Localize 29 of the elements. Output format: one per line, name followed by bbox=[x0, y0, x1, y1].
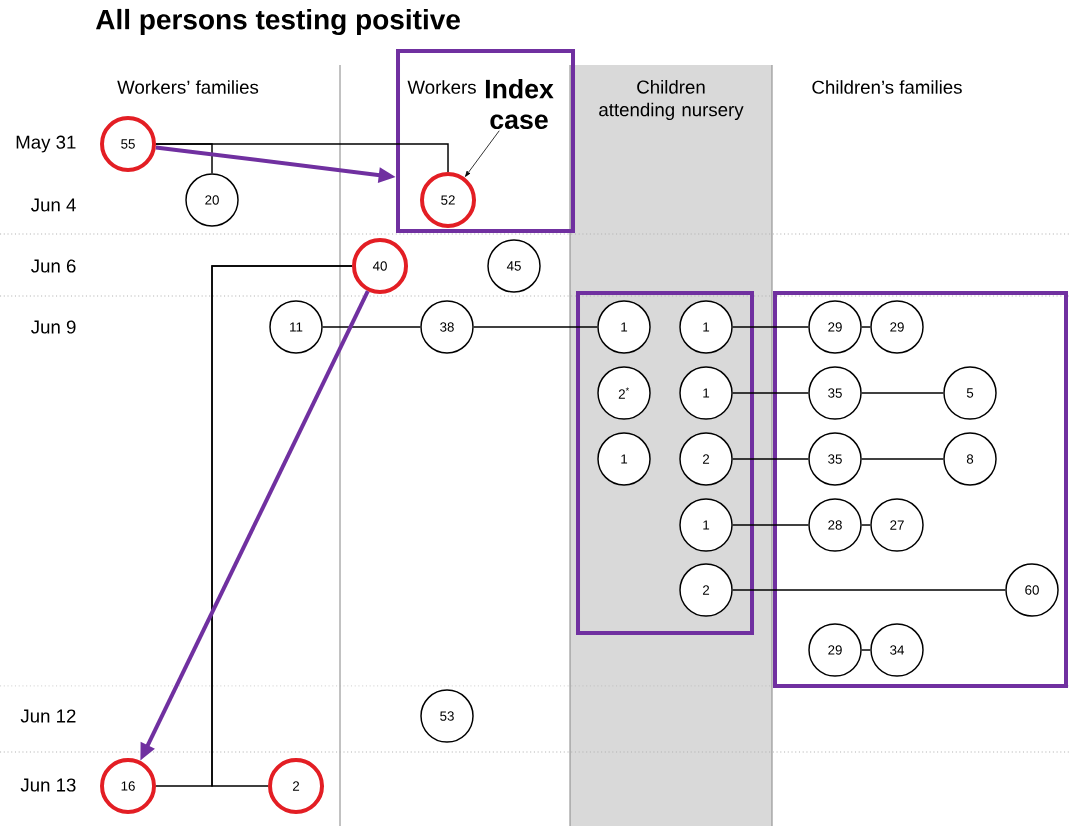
connector-line bbox=[732, 524, 809, 526]
highlight-frame bbox=[396, 49, 575, 233]
date-label: Jun 4 bbox=[31, 198, 76, 212]
column-header: Children’s families bbox=[812, 80, 962, 94]
connector-line bbox=[861, 649, 871, 651]
date-label: Jun 9 bbox=[31, 320, 76, 334]
connector-line bbox=[861, 524, 871, 526]
date-label: Jun 13 bbox=[20, 778, 76, 792]
connector-line bbox=[861, 458, 944, 460]
connector-line bbox=[732, 458, 809, 460]
connector-line bbox=[861, 326, 871, 328]
connector-line bbox=[732, 326, 809, 328]
date-label: Jun 6 bbox=[31, 259, 76, 273]
date-label: Jun 12 bbox=[20, 709, 76, 723]
column-header: Workers bbox=[407, 80, 476, 94]
connector-line bbox=[211, 265, 353, 787]
connector-line bbox=[861, 392, 944, 394]
date-label: May 31 bbox=[16, 135, 76, 153]
column-header: Workers’ families bbox=[117, 80, 259, 94]
callout-text: Index case bbox=[485, 78, 554, 130]
title: All persons testing positive bbox=[95, 8, 460, 36]
connector-line bbox=[322, 326, 421, 328]
connector-line bbox=[732, 392, 809, 394]
highlight-frame bbox=[773, 291, 1068, 688]
connector-line bbox=[473, 326, 598, 328]
connector-line bbox=[155, 143, 449, 173]
highlight-frame bbox=[576, 291, 754, 635]
connector-line bbox=[732, 589, 1006, 591]
leader-line bbox=[465, 130, 500, 177]
